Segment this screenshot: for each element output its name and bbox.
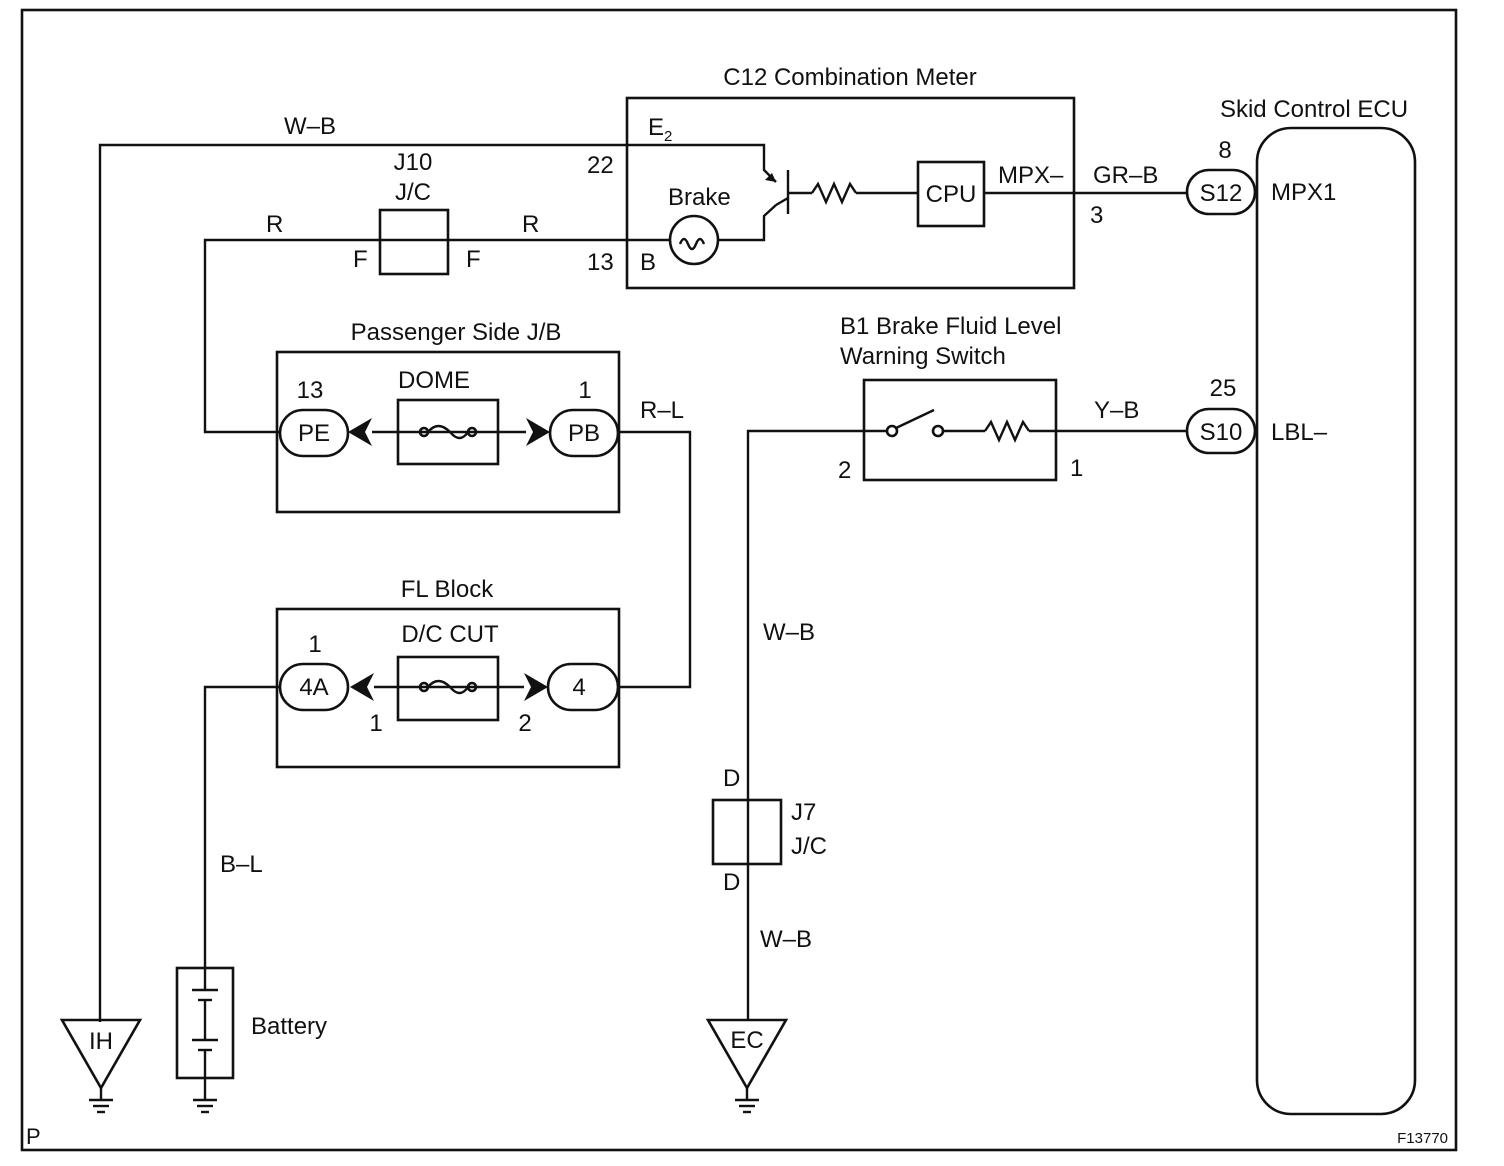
j7-type: J/C: [791, 833, 827, 860]
connector-4a-label: 4A: [299, 674, 328, 701]
j10-type: J/C: [395, 179, 431, 206]
pin-1-4a-top: 1: [308, 631, 321, 658]
figure-code: F13770: [1397, 1130, 1448, 1147]
dc-cut-fuse-label: D/C CUT: [401, 621, 499, 648]
mpx-terminal: MPX–: [998, 162, 1064, 189]
passenger-side-jb: Passenger Side J/B PE 13 PB 1 DOME: [275, 319, 621, 514]
pin-13: 13: [587, 249, 614, 276]
connector-arrow-left-icon: [350, 673, 374, 701]
battery-label: Battery: [251, 1013, 327, 1040]
wire-w-b-mid-label: W–B: [763, 619, 815, 646]
wire-r-left-label: R: [266, 211, 283, 238]
j10-name: J10: [394, 149, 433, 176]
diagram-frame: [20, 8, 1458, 1152]
connector-4-label: 4: [572, 674, 585, 701]
battery: Battery: [175, 966, 327, 1114]
connector-s10-label: S10: [1200, 419, 1243, 446]
pin-3: 3: [1090, 202, 1103, 229]
j7-junction: D D J7 J/C: [711, 765, 827, 896]
j7-pin-top: D: [723, 765, 740, 792]
brake-fluid-switch-title-2: Warning Switch: [840, 343, 1006, 370]
fl-block: FL Block 4A 1 1 4 2 D/C CUT: [275, 576, 621, 769]
switch-resistor-icon: [984, 419, 1030, 443]
wire-w-b-low-label: W–B: [760, 926, 812, 953]
skid-ecu-box: [1255, 126, 1417, 1116]
connector-arrow-right-icon: [526, 418, 550, 446]
brake-lamp-label: Brake: [668, 184, 731, 211]
wire-b-l-label: B–L: [220, 851, 263, 878]
emitter-arrow-icon: [765, 173, 776, 182]
passenger-jb-title: Passenger Side J/B: [351, 319, 562, 346]
e2-terminal: E2: [648, 114, 672, 145]
connector-pe-label: PE: [298, 420, 330, 447]
j10-pin-right: F: [466, 246, 481, 273]
connector-s12-label: S12: [1200, 180, 1243, 207]
dome-fuse-icon: [427, 424, 469, 440]
wire-w-b-top-label: W–B: [284, 113, 336, 140]
wire-gr-b-label: GR–B: [1093, 162, 1158, 189]
corner-mark: P: [26, 1124, 41, 1149]
switch-pin-2: 2: [838, 457, 851, 484]
j10-pin-left: F: [353, 246, 368, 273]
mpx1-terminal: MPX1: [1271, 179, 1336, 206]
ground-ec-label: EC: [730, 1027, 763, 1054]
dc-cut-fuse-box: [396, 655, 500, 722]
ground-ih: IH: [59, 1018, 143, 1114]
pin-8: 8: [1218, 137, 1231, 164]
j10-junction: J10 J/C F F: [353, 149, 481, 276]
cpu-label: CPU: [926, 181, 977, 208]
dome-fuse-label: DOME: [398, 367, 470, 394]
brake-fluid-switch-title-1: B1 Brake Fluid Level: [840, 313, 1061, 340]
j7-pin-bottom: D: [723, 869, 740, 896]
combination-meter-title: C12 Combination Meter: [723, 64, 976, 91]
combination-meter: C12 Combination Meter E2 22 13 B Brake C…: [587, 64, 1103, 290]
j7-name: J7: [791, 799, 816, 826]
ground-ih-label: IH: [89, 1028, 113, 1055]
wire-r-l-label: R–L: [640, 397, 684, 424]
lbl-terminal: LBL–: [1271, 419, 1328, 446]
ground-ih-icon: [59, 1018, 143, 1091]
pin-1-4a-bottom: 1: [369, 710, 382, 737]
pin-13-pe: 13: [297, 377, 324, 404]
ground-ec-icon: [705, 1018, 789, 1091]
pin-1-pb: 1: [578, 377, 591, 404]
connector-arrow-left-icon: [348, 418, 372, 446]
pin-22: 22: [587, 152, 614, 179]
connector-arrow-right-icon: [524, 673, 548, 701]
skid-ecu-title: Skid Control ECU: [1220, 96, 1408, 123]
switch-pin-1: 1: [1070, 455, 1083, 482]
pin-2-4: 2: [518, 710, 531, 737]
pin-25: 25: [1210, 375, 1237, 402]
switch-contact-icon: [895, 408, 935, 430]
pin-b: B: [640, 249, 656, 276]
fl-block-title: FL Block: [401, 576, 494, 603]
connector-pe: [278, 408, 350, 458]
connector-pb-label: PB: [568, 420, 600, 447]
brake-lamp-icon: [668, 214, 720, 266]
resistor-icon: [811, 181, 857, 205]
skid-control-ecu: Skid Control ECU S12 8 MPX1 S10 25 LBL–: [1185, 96, 1417, 1116]
dc-cut-fuse-icon: [427, 679, 469, 695]
brake-fluid-switch: B1 Brake Fluid Level Warning Switch 2 1: [838, 313, 1083, 484]
j10-box: [378, 208, 450, 276]
wire-r-right-label: R: [522, 211, 539, 238]
wire-y-b-label: Y–B: [1094, 397, 1139, 424]
ground-ec: EC: [705, 1018, 789, 1114]
